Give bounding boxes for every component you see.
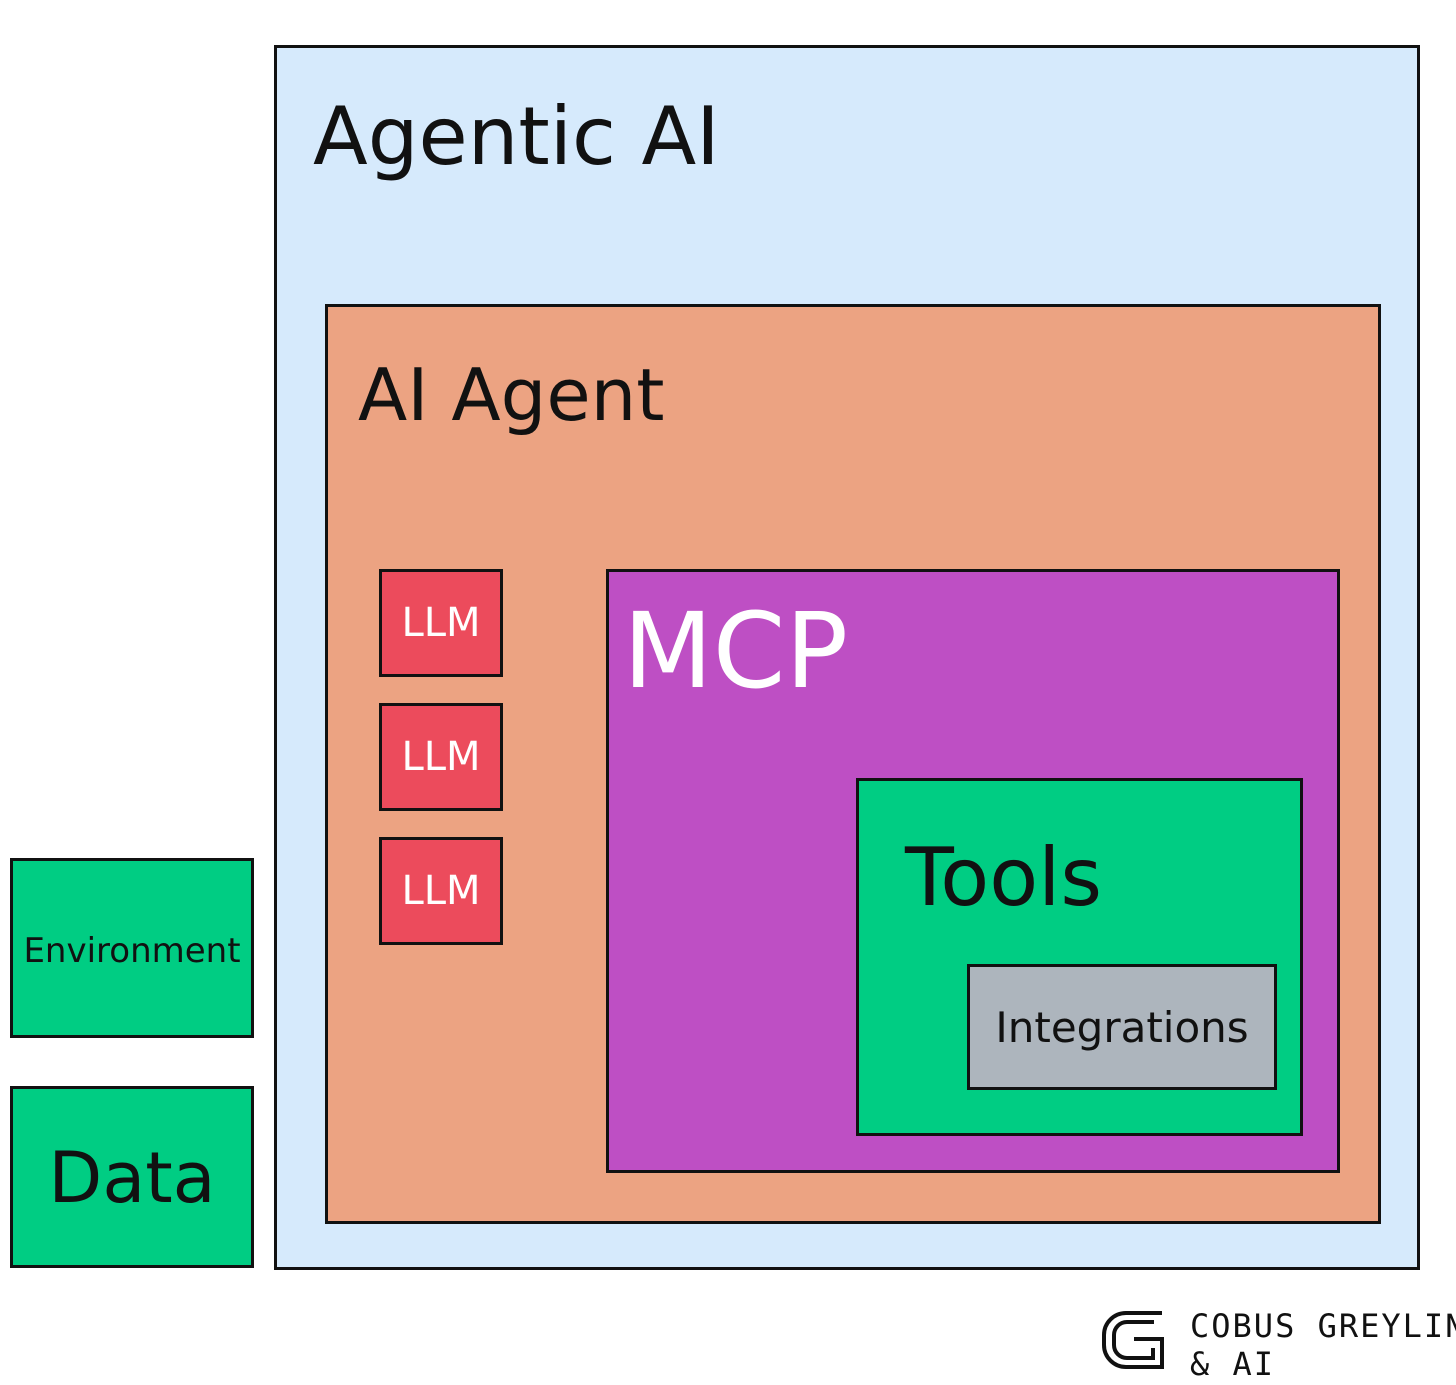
tools-title: Tools [905, 831, 1103, 924]
data-label: Data [48, 1137, 216, 1219]
data-box: Data [10, 1086, 254, 1268]
agentic-ai-box: Agentic AI AI Agent LLM LLM LLM MCP Tool… [274, 45, 1420, 1270]
llm-box: LLM [379, 837, 503, 945]
integrations-label: Integrations [995, 1003, 1249, 1052]
ai-agent-box: AI Agent LLM LLM LLM MCP Tools Integrati… [325, 304, 1381, 1224]
integrations-box: Integrations [967, 964, 1277, 1090]
environment-box: Environment [10, 858, 254, 1038]
environment-label: Environment [23, 931, 241, 971]
agentic-ai-title: Agentic AI [313, 90, 720, 183]
brand-suffix: & AI [1190, 1345, 1276, 1383]
tools-box: Tools Integrations [856, 778, 1303, 1136]
brand-mark: COBUS GREYLING & AI [1098, 1305, 1456, 1385]
llm-label: LLM [401, 600, 481, 646]
llm-label: LLM [401, 868, 481, 914]
g-logo-icon [1102, 1311, 1164, 1369]
mcp-title: MCP [623, 590, 849, 712]
brand-name: COBUS GREYLING [1190, 1307, 1456, 1345]
mcp-box: MCP Tools Integrations [606, 569, 1340, 1173]
ai-agent-title: AI Agent [358, 353, 665, 437]
llm-label: LLM [401, 734, 481, 780]
llm-box: LLM [379, 569, 503, 677]
llm-box: LLM [379, 703, 503, 811]
